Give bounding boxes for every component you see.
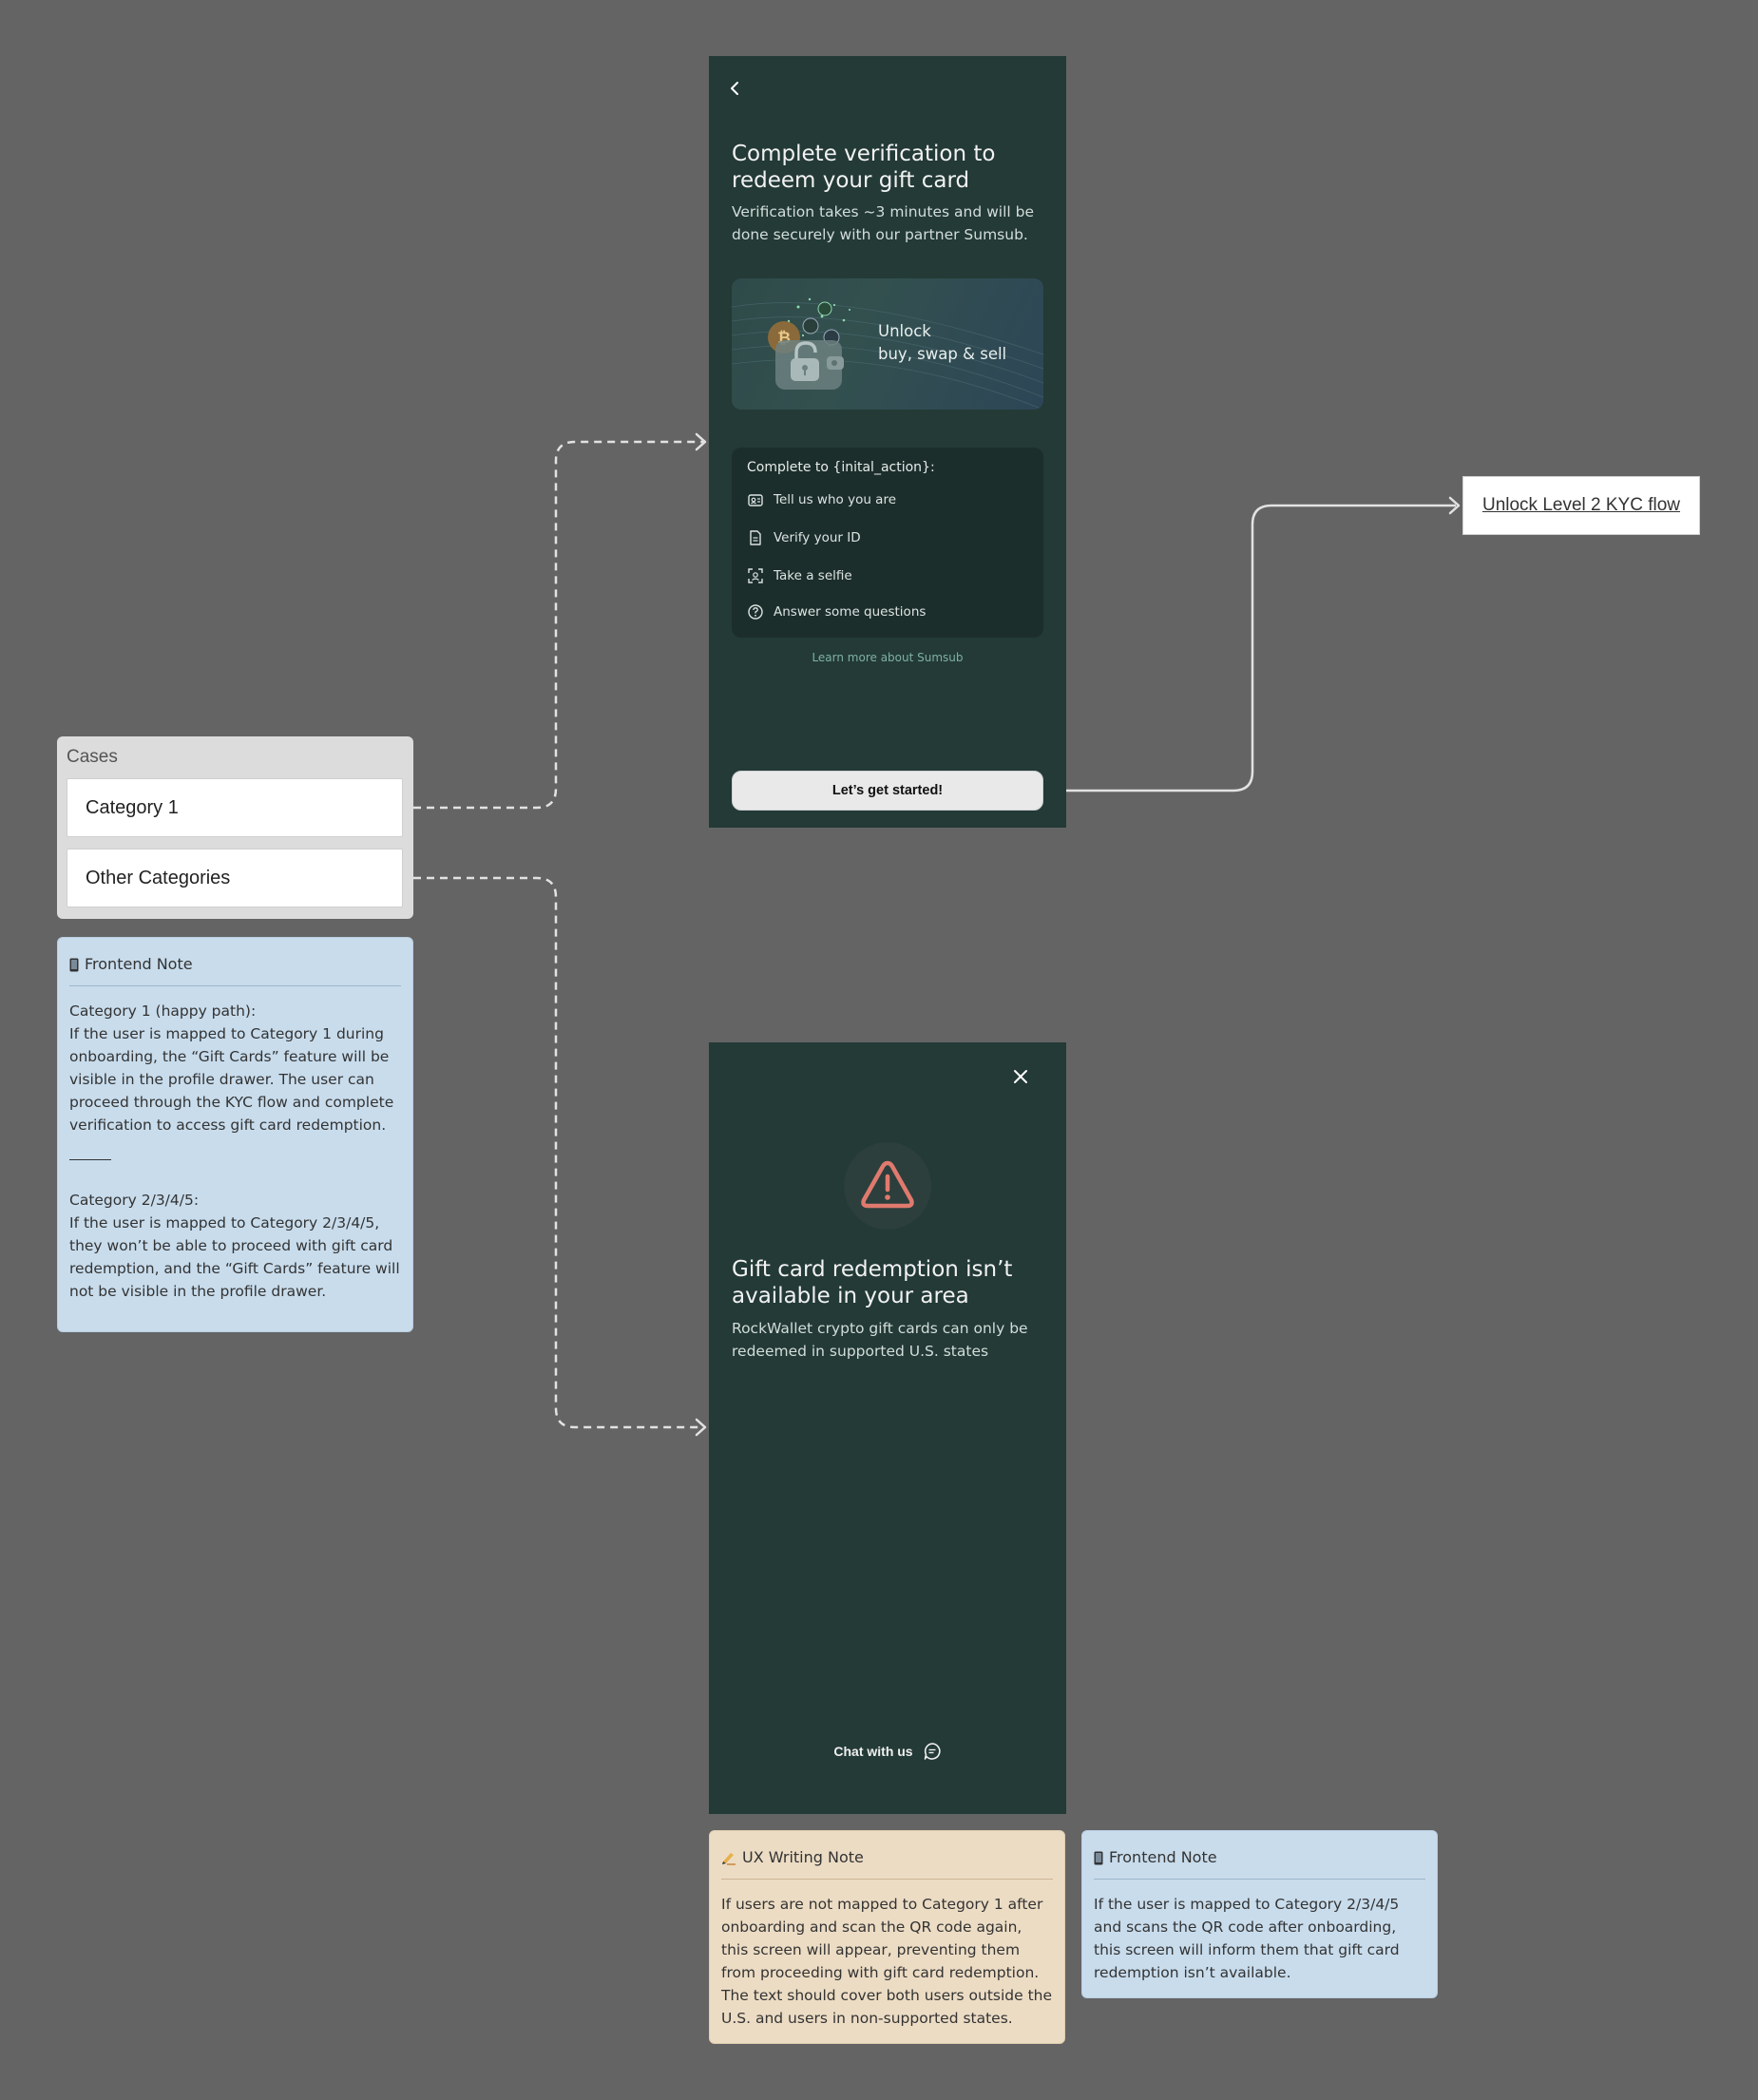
frontend-note-2-body: If the user is mapped to Category 2/3/4/… — [1094, 1896, 1400, 1981]
checklist-item-verify-id: Verify your ID — [747, 529, 861, 546]
checklist-label: Verify your ID — [774, 530, 861, 545]
writing-hand-icon — [722, 1853, 736, 1865]
note-header: UX Writing Note — [721, 1846, 1053, 1880]
arrowhead-verification — [695, 432, 707, 451]
unavailable-screen: Gift card redemption isn’t available in … — [709, 1042, 1066, 1814]
frontend-note-unavailable: Frontend Note If the user is mapped to C… — [1081, 1830, 1438, 1998]
arrowhead-kyc — [1448, 496, 1461, 515]
get-started-button[interactable]: Let’s get started! — [732, 771, 1043, 811]
face-scan-icon — [748, 568, 763, 583]
ux-writing-note: UX Writing Note If users are not mapped … — [709, 1830, 1065, 2044]
note-title: UX Writing Note — [742, 1848, 864, 1866]
document-icon — [750, 530, 761, 545]
frontend-note-cases: Frontend Note Category 1 (happy path): I… — [57, 937, 413, 1332]
banner-line1: Unlock — [878, 322, 931, 340]
note-title: Frontend Note — [85, 955, 193, 973]
chat-label: Chat with us — [833, 1744, 913, 1759]
checklist-label: Answer some questions — [774, 604, 927, 620]
unavailable-subtitle: RockWallet crypto gift cards can only be… — [732, 1320, 1028, 1360]
verification-checklist: Complete to {inital_action}: Tell us who… — [732, 448, 1043, 638]
verification-screen: Complete verification to redeem your gif… — [709, 56, 1066, 828]
note-category2345-text: Category 2/3/4/5: If the user is mapped … — [69, 1192, 400, 1300]
warning-badge — [844, 1142, 931, 1230]
close-icon[interactable] — [1013, 1069, 1028, 1084]
arrowhead-unavailable — [695, 1418, 707, 1437]
banner-illustration: ₿ — [732, 297, 1043, 410]
chat-bubble-icon — [924, 1743, 941, 1760]
chevron-left-icon[interactable] — [728, 80, 743, 97]
note-title: Frontend Note — [1109, 1848, 1217, 1866]
connector-category1-to-verification — [413, 440, 703, 810]
checklist-item-selfie: Take a selfie — [747, 567, 852, 584]
mobile-phone-icon — [1094, 1851, 1103, 1864]
mobile-phone-icon — [69, 958, 79, 971]
unlock-kyc-flow-link[interactable]: Unlock Level 2 KYC flow — [1462, 476, 1700, 535]
cases-title: Cases — [67, 747, 118, 767]
case-category-1[interactable]: Category 1 — [67, 778, 403, 837]
connector-other-to-unavailable — [413, 876, 703, 1429]
id-card-icon — [748, 494, 763, 506]
note-category1-text: Category 1 (happy path): If the user is … — [69, 1002, 394, 1134]
case-other-categories[interactable]: Other Categories — [67, 849, 403, 907]
checklist-item-questions: Answer some questions — [747, 603, 926, 620]
ux-note-body: If users are not mapped to Category 1 af… — [721, 1896, 1053, 2027]
note-header: Frontend Note — [69, 953, 401, 986]
chat-with-us-button[interactable]: Chat with us — [709, 1742, 1066, 1761]
unavailable-title: Gift card redemption isn’t available in … — [732, 1257, 1013, 1308]
checklist-label: Tell us who you are — [774, 492, 897, 507]
cases-panel: Cases Category 1 Other Categories — [57, 736, 413, 919]
note-divider — [69, 1159, 111, 1160]
checklist-title: Complete to {inital_action}: — [747, 460, 935, 475]
unlock-banner: ₿ Unlock buy, swap & sell — [732, 278, 1043, 410]
verification-subtitle: Verification takes ~3 minutes and will b… — [732, 203, 1034, 243]
checklist-item-who-you-are: Tell us who you are — [747, 491, 896, 508]
verification-title: Complete verification to redeem your gif… — [732, 142, 996, 193]
warning-triangle-icon — [861, 1160, 914, 1209]
connector-cta-to-kyc — [1043, 504, 1456, 792]
banner-line2: buy, swap & sell — [878, 345, 1007, 363]
learn-more-sumsub-link[interactable]: Learn more about Sumsub — [812, 651, 964, 664]
question-circle-icon — [748, 604, 763, 620]
note-header: Frontend Note — [1094, 1846, 1425, 1880]
checklist-label: Take a selfie — [774, 568, 852, 583]
